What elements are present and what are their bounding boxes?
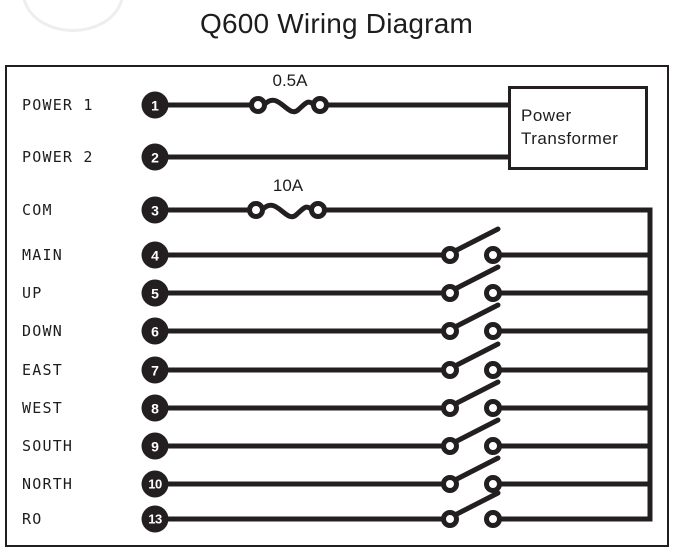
switch-contact-left-up bbox=[441, 284, 459, 302]
switch-contact-right-ro bbox=[484, 510, 502, 528]
fuse-label-com-fuse: 10A bbox=[272, 176, 304, 195]
row-label-power-1: POWER 1 bbox=[22, 96, 94, 114]
terminal-2: 2 bbox=[141, 143, 169, 171]
fuse-com-right-cap bbox=[309, 201, 327, 219]
transformer-label-line1: Power bbox=[521, 106, 572, 126]
row-label-main: MAIN bbox=[22, 246, 63, 264]
switch-contact-right-up bbox=[484, 284, 502, 302]
transformer-label-line2: Transformer bbox=[521, 129, 619, 148]
switch-contact-left-east bbox=[441, 361, 459, 379]
terminal-8: 8 bbox=[141, 394, 169, 422]
row-label-down: DOWN bbox=[22, 322, 63, 340]
terminal-13: 13 bbox=[141, 505, 169, 533]
row-label-west: WEST bbox=[22, 399, 63, 417]
row-label-ro: RO bbox=[22, 510, 43, 528]
row-label-east: EAST bbox=[22, 361, 63, 379]
switch-arm-ro bbox=[450, 490, 501, 519]
switch-arm-west bbox=[450, 379, 501, 408]
switch-contact-right-south bbox=[484, 437, 502, 455]
switch-contact-right-east bbox=[484, 361, 502, 379]
switch-contact-right-main bbox=[484, 246, 502, 264]
switch-arm-north bbox=[450, 455, 501, 484]
row-label-power-2: POWER 2 bbox=[22, 148, 94, 166]
switch-contact-left-down bbox=[441, 322, 459, 340]
terminal-10: 10 bbox=[141, 470, 169, 498]
terminal-1: 1 bbox=[141, 91, 169, 119]
fuse-power-1-right-cap bbox=[311, 96, 329, 114]
switch-arm-east bbox=[450, 341, 501, 370]
switch-arm-main bbox=[450, 226, 501, 255]
switch-contact-left-west bbox=[441, 399, 459, 417]
terminal-6: 6 bbox=[141, 317, 169, 345]
fuse-com-left-cap bbox=[247, 201, 265, 219]
page-title: Q600 Wiring Diagram bbox=[200, 8, 473, 39]
row-label-south: SOUTH bbox=[22, 437, 74, 455]
switch-contact-right-west bbox=[484, 399, 502, 417]
row-label-north: NORTH bbox=[22, 475, 74, 493]
row-label-up: UP bbox=[22, 284, 43, 302]
terminal-5: 5 bbox=[141, 279, 169, 307]
fuse-power-1-left-cap bbox=[249, 96, 267, 114]
switch-contact-left-ro bbox=[441, 510, 459, 528]
switch-arm-up bbox=[450, 264, 501, 293]
switch-contact-left-main bbox=[441, 246, 459, 264]
fuse-label-power-fuse: 0.5A bbox=[272, 71, 308, 90]
power-transformer-box: Power Transformer bbox=[508, 86, 648, 170]
fuse-power-1-curve bbox=[261, 97, 317, 115]
terminal-3: 3 bbox=[141, 196, 169, 224]
switch-contact-left-north bbox=[441, 475, 459, 493]
terminal-9: 9 bbox=[141, 432, 169, 460]
switch-contact-left-south bbox=[441, 437, 459, 455]
switch-arm-down bbox=[450, 302, 501, 331]
switch-contact-right-north bbox=[484, 475, 502, 493]
row-label-com: COM bbox=[22, 201, 53, 219]
switch-contact-right-down bbox=[484, 322, 502, 340]
terminal-4: 4 bbox=[141, 241, 169, 269]
switch-arm-south bbox=[450, 417, 501, 446]
terminal-7: 7 bbox=[141, 356, 169, 384]
fuse-com-curve bbox=[259, 202, 315, 220]
